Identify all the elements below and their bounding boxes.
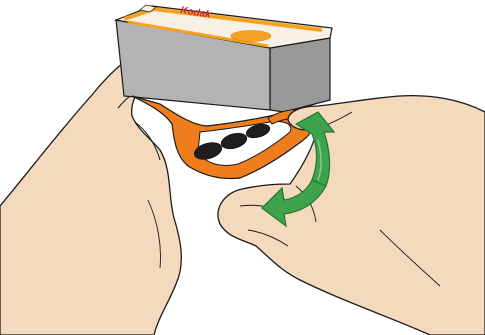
ink-cartridge: Kodak xyxy=(116,5,332,112)
cartridge-side-face xyxy=(270,38,330,112)
orange-label-oval xyxy=(231,31,271,42)
